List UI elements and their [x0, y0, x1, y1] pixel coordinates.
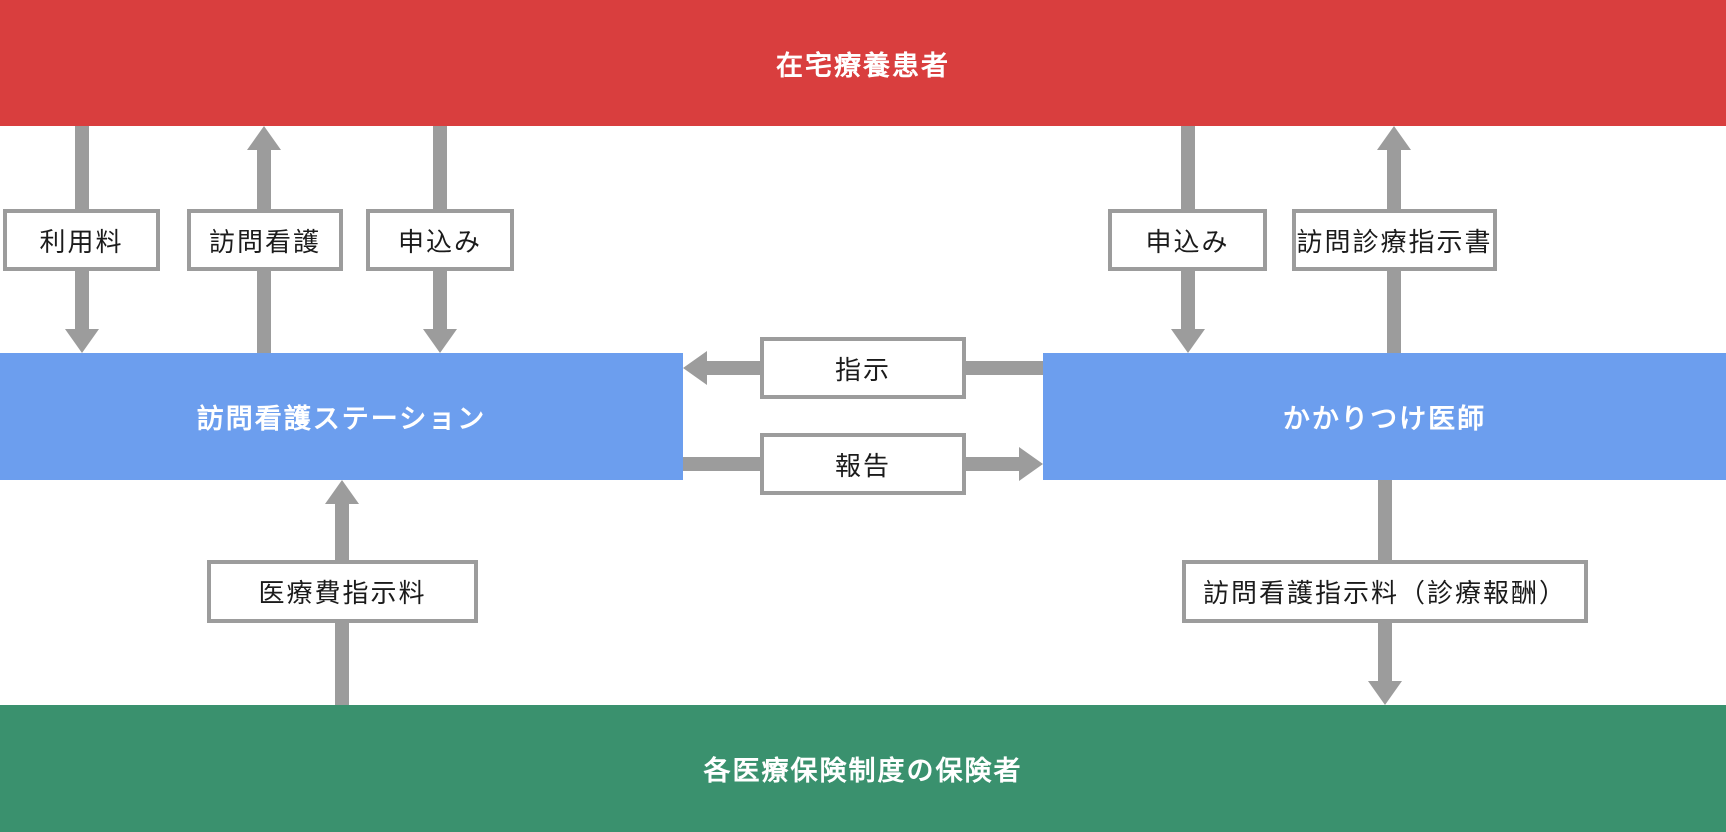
- edge-label-text: 報告: [834, 451, 891, 482]
- edge-label-instruction: 指示: [760, 337, 966, 399]
- edge-label-text: 訪問看護: [208, 227, 321, 258]
- edge-label-text: 医療費指示料: [258, 579, 427, 609]
- node-visiting-nursing-station: 訪問看護ステーション: [0, 353, 683, 480]
- edge-label-text: 訪問看護指示料（診療報酬）: [1202, 579, 1567, 609]
- arrowhead-left-icon: [683, 351, 707, 385]
- edge-label-nursing-instruction-fee: 訪問看護指示料（診療報酬）: [1182, 560, 1588, 623]
- arrowhead-up-icon: [247, 126, 281, 150]
- arrowhead-down-icon: [1171, 329, 1205, 353]
- node-family-doctor: かかりつけ医師: [1043, 353, 1726, 480]
- edge-label-medical-fee: 医療費指示料: [207, 560, 478, 623]
- node-visiting-nursing-station-label: 訪問看護ステーション: [196, 404, 487, 435]
- edge-label-text: 利用料: [39, 227, 124, 258]
- edge-label-text: 申込み: [1145, 227, 1230, 258]
- edge-label-application-left: 申込み: [366, 209, 514, 271]
- edge-label-usage-fee: 利用料: [3, 209, 160, 271]
- arrowhead-down-icon: [65, 329, 99, 353]
- node-family-doctor-label: かかりつけ医師: [1282, 404, 1487, 435]
- node-insurer-label: 各医療保険制度の保険者: [703, 756, 1023, 787]
- arrowhead-down-icon: [423, 329, 457, 353]
- arrowhead-up-icon: [325, 480, 359, 504]
- edge-label-application-right: 申込み: [1108, 209, 1267, 271]
- edge-label-text: 訪問診療指示書: [1296, 227, 1493, 258]
- node-home-care-patient: 在宅療養患者: [0, 0, 1726, 126]
- arrowhead-down-icon: [1368, 681, 1402, 705]
- edge-label-text: 指示: [834, 355, 891, 386]
- node-home-care-patient-label: 在宅療養患者: [776, 50, 950, 82]
- node-insurer: 各医療保険制度の保険者: [0, 705, 1726, 832]
- edge-label-text: 申込み: [397, 227, 482, 258]
- arrowhead-right-icon: [1019, 447, 1043, 481]
- arrowhead-up-icon: [1377, 126, 1411, 150]
- edge-label-visit-instruction-doc: 訪問診療指示書: [1292, 209, 1497, 271]
- edge-label-report: 報告: [760, 433, 966, 495]
- edge-label-visiting-nursing: 訪問看護: [187, 209, 343, 271]
